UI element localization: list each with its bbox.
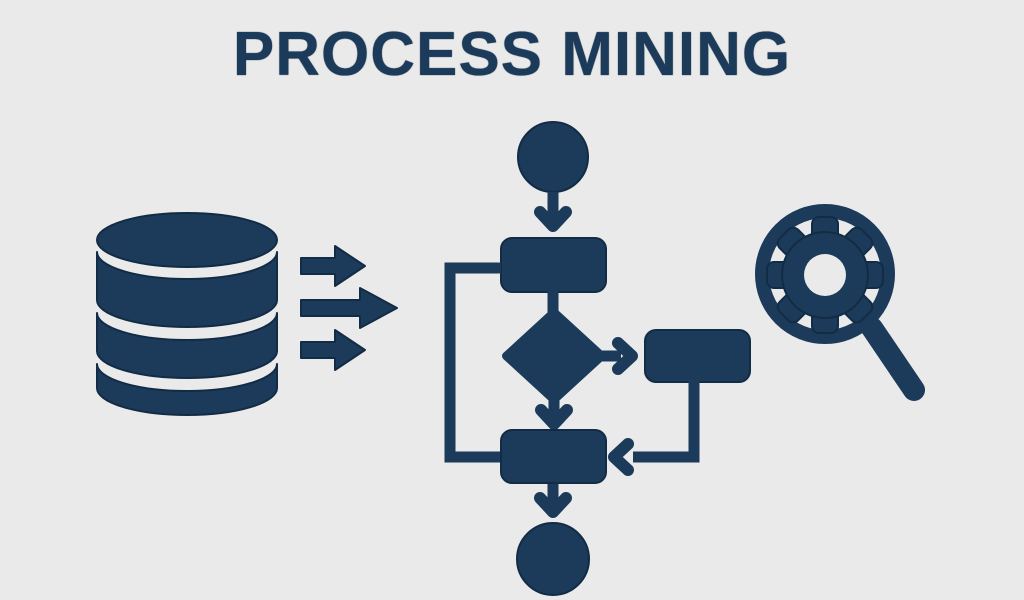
process-box-right	[644, 329, 751, 383]
arrowhead-down-2-icon	[535, 404, 573, 430]
flowchart-diagram	[444, 121, 751, 596]
flowchart-start-circle	[517, 121, 589, 193]
arrowhead-down-1-icon	[534, 206, 572, 232]
gear-center-hole	[804, 254, 846, 296]
magnifier-lens-ring	[755, 204, 895, 344]
arrowhead-left-icon	[608, 438, 634, 476]
arrowhead-right-icon	[612, 337, 638, 375]
database-band-2	[96, 312, 278, 379]
data-flow-arrows-icon	[300, 245, 398, 371]
connector-box2-to-box3	[633, 381, 700, 463]
magnifier-gear-icon	[755, 204, 925, 401]
flow-arrow-top	[300, 245, 366, 287]
loop-back-connector	[444, 262, 501, 463]
page-title: PROCESS MINING	[232, 20, 792, 89]
gear-icon	[766, 216, 884, 334]
database-icon	[96, 212, 278, 416]
flow-arrow-bottom	[300, 329, 366, 371]
magnifier-handle	[861, 317, 925, 401]
decision-diamond	[502, 308, 606, 404]
database-top-ellipse	[96, 212, 278, 268]
database-band-3	[96, 363, 278, 416]
flowchart-end-circle	[516, 522, 590, 596]
arrowhead-down-3-icon	[534, 492, 572, 518]
flow-arrow-middle	[300, 287, 398, 329]
process-box-bottom	[500, 429, 607, 484]
database-band-1	[96, 251, 278, 328]
process-box-top	[500, 237, 607, 293]
